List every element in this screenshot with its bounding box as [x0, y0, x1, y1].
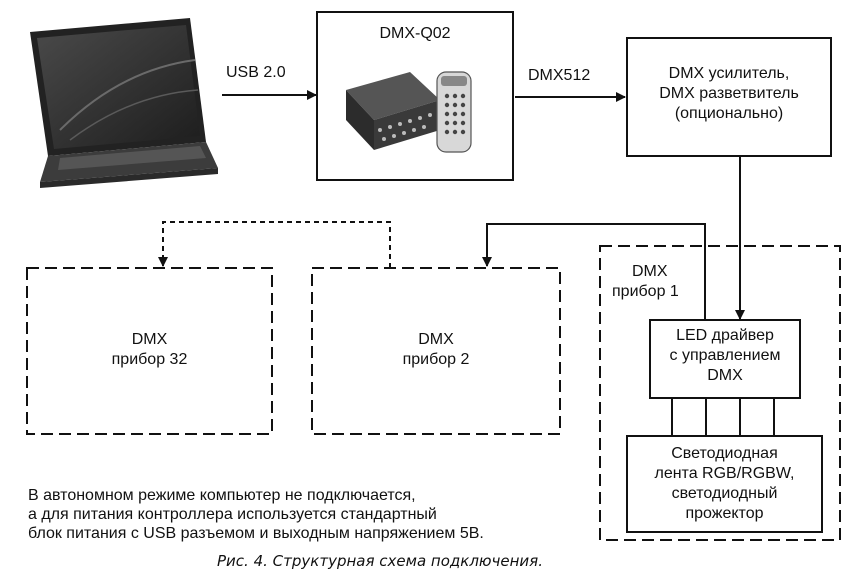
laptop-icon — [30, 18, 218, 188]
channel-wires — [671, 398, 775, 436]
controller-device-icon — [346, 72, 440, 150]
led-driver-line-1: LED драйвер — [676, 327, 774, 344]
daisy-chain-arrow — [482, 223, 706, 320]
device-32-line-2: прибор 32 — [111, 351, 188, 368]
device-32-frame — [26, 267, 273, 435]
standalone-note: В автономном режиме компьютер не подключ… — [28, 486, 484, 543]
led-strip-line-1: Светодиодная — [671, 445, 778, 462]
device-1-line-2: прибор 1 — [612, 283, 679, 300]
dmx512-label: DMX512 — [528, 67, 591, 84]
amplifier-line-3: (опционально) — [674, 105, 784, 122]
note-line-2: а для питания контроллера используется с… — [28, 506, 437, 523]
amplifier-line-1: DMX усилитель, — [668, 65, 790, 82]
device-1-line-1: DMX — [632, 263, 668, 280]
amplifier-line-2: DMX разветвитель — [659, 85, 799, 102]
led-driver-line-3: DMX — [707, 367, 743, 384]
note-line-1: В автономном режиме компьютер не подключ… — [28, 487, 416, 504]
remote-control-icon — [436, 71, 472, 153]
usb-label: USB 2.0 — [226, 64, 286, 81]
led-strip-line-2: лента RGB/RGBW, — [654, 465, 795, 482]
amplifier-box — [626, 37, 832, 157]
device-32-line-1: DMX — [131, 331, 168, 348]
led-strip-line-3: светодиодный — [671, 485, 778, 502]
led-driver-line-2: с управлением — [669, 347, 781, 364]
controller-title: DMX-Q02 — [379, 25, 451, 42]
device-1-frame — [599, 245, 841, 541]
figure-caption: Рис. 4. Структурная схема подключения. — [217, 552, 543, 570]
led-strip-box — [626, 435, 823, 533]
device-2-frame — [311, 267, 561, 435]
device-2-line-2: прибор 2 — [402, 351, 470, 368]
note-line-3: блок питания с USB разъемом и выходным н… — [28, 525, 484, 542]
dashed-chain-arrow — [158, 221, 391, 268]
device-2-line-1: DMX — [418, 331, 454, 348]
led-driver-box — [649, 319, 801, 399]
led-strip-line-4: прожектор — [685, 505, 764, 522]
